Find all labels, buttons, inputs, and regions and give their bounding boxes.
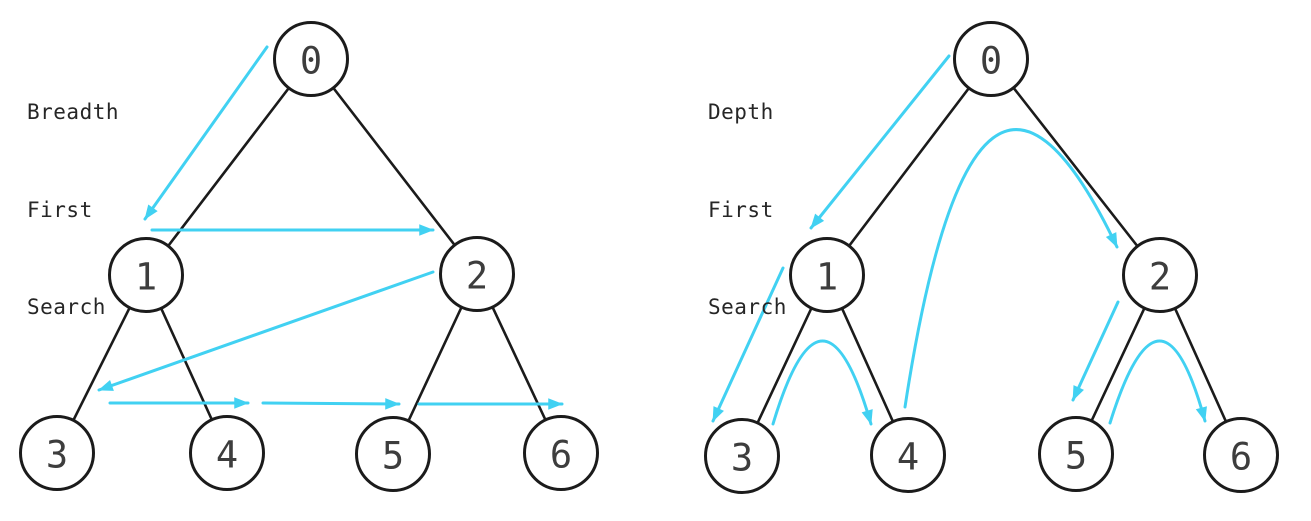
bfs-tree-edge-0-1	[144, 57, 313, 277]
bfs-title-line-2: First	[27, 197, 93, 222]
bfs-node-3: 3	[19, 415, 95, 491]
node-circle	[19, 415, 95, 491]
node-circle	[789, 237, 865, 313]
bfs-node-2: 2	[439, 236, 515, 312]
bfs-tree-edge-0-2	[309, 57, 479, 276]
node-circle	[870, 417, 946, 493]
bfs-node-4: 4	[189, 415, 265, 491]
node-circle	[273, 21, 349, 97]
node-label: 2	[1149, 256, 1171, 299]
bfs-node-5: 5	[355, 416, 431, 492]
dfs-title: Depth First Search	[708, 31, 787, 389]
node-circle	[1038, 416, 1114, 492]
node-circle	[704, 418, 780, 494]
dfs-traversal-arrow-1-3	[711, 266, 785, 423]
dfs-tree-edge-0-2	[989, 57, 1162, 277]
node-label: 2	[466, 255, 488, 298]
node-label: 0	[980, 40, 1002, 83]
node-label: 3	[731, 437, 753, 480]
node-circle	[189, 415, 265, 491]
bfs-traversal-arrow-0-1	[143, 45, 269, 221]
node-label: 3	[46, 434, 68, 477]
bfs-title: Breadth First Search	[27, 31, 119, 389]
node-circle	[953, 21, 1029, 97]
dfs-traversal-arrow-3-4	[771, 339, 873, 426]
node-label: 1	[816, 256, 838, 299]
dfs-title-line-3: Search	[708, 295, 787, 319]
node-label: 1	[135, 256, 157, 299]
bfs-node-0: 0	[273, 21, 349, 97]
node-label: 6	[550, 434, 572, 477]
node-label: 5	[1065, 435, 1087, 478]
node-label: 0	[300, 40, 322, 83]
dfs-traversal-arrow-0-1	[809, 54, 951, 230]
bfs-node-6: 6	[523, 415, 599, 491]
dfs-node-5: 5	[1038, 416, 1114, 492]
bfs-node-1: 1	[108, 237, 184, 313]
bfs-traversal-arrow-4-5	[261, 398, 401, 410]
dfs-node-0: 0	[953, 21, 1029, 97]
node-circle	[523, 415, 599, 491]
panel-bfs: 0 1 2 3 4 5 6	[19, 21, 599, 492]
node-circle	[1122, 237, 1198, 313]
bfs-traversal-arrow-2-3	[97, 270, 435, 392]
dfs-tree-edge-0-1	[825, 57, 993, 277]
node-label: 4	[216, 434, 238, 477]
node-label: 6	[1230, 436, 1252, 479]
dfs-traversal-arrow-5-6	[1108, 339, 1207, 425]
dfs-node-2: 2	[1122, 237, 1198, 313]
dfs-traversal-arrow-2-5	[1071, 300, 1120, 402]
panel-dfs: 0 1 2 3 4 5 6	[704, 21, 1279, 494]
bfs-title-line-3: Search	[27, 295, 106, 319]
dfs-node-6: 6	[1203, 417, 1279, 493]
dfs-node-4: 4	[870, 417, 946, 493]
node-label: 4	[897, 436, 919, 479]
dfs-node-3: 3	[704, 418, 780, 494]
bfs-title-line-1: Breadth	[27, 100, 120, 124]
dfs-title-line-2: First	[708, 197, 774, 222]
node-circle	[1203, 417, 1279, 493]
dfs-traversal-arrow-4-2	[903, 128, 1119, 409]
node-circle	[108, 237, 184, 313]
node-circle	[355, 416, 431, 492]
dfs-node-1: 1	[789, 237, 865, 313]
node-circle	[439, 236, 515, 312]
node-label: 5	[382, 435, 404, 478]
dfs-title-line-1: Depth	[708, 100, 774, 124]
